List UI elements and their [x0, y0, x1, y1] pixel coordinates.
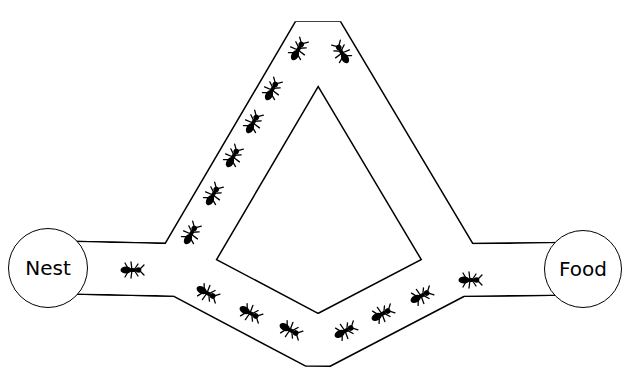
ant	[407, 283, 435, 308]
ant	[236, 301, 264, 326]
ant	[193, 281, 221, 306]
corridor-fills	[88, 35, 544, 343]
node-circle: Nest	[8, 228, 88, 308]
ant	[240, 109, 266, 137]
corridor-fill	[88, 268, 544, 343]
corridor-outline	[88, 268, 544, 343]
corridor-fill	[88, 35, 544, 270]
ant	[329, 39, 355, 67]
corridor-outlines	[88, 35, 544, 343]
node-label: Nest	[25, 257, 71, 279]
ant	[178, 220, 204, 248]
corridor-outline	[88, 35, 544, 270]
ant	[276, 318, 304, 343]
ant	[259, 76, 285, 104]
ant	[331, 318, 359, 343]
ant	[368, 301, 396, 326]
ant	[121, 262, 145, 278]
node-circle: Food	[544, 230, 622, 308]
ant	[285, 36, 311, 64]
ant	[220, 143, 246, 171]
ant	[459, 272, 483, 288]
ant	[200, 181, 226, 209]
node-label: Food	[559, 258, 607, 280]
